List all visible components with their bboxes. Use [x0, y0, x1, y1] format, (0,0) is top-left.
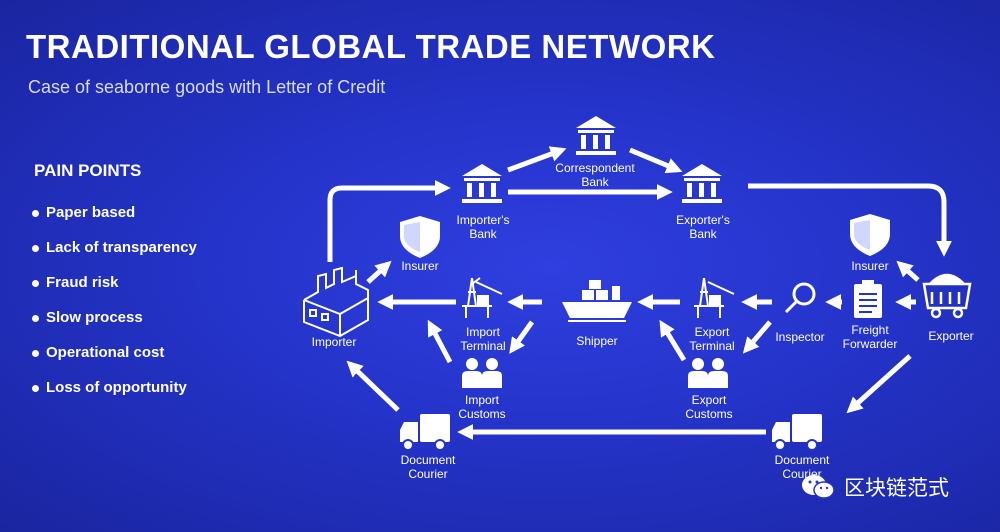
arrow-exporter-to-courier: [846, 354, 912, 414]
clipboard-icon: [854, 280, 882, 318]
pain-points-heading: PAIN POINTS: [34, 161, 142, 180]
truck-icon: [400, 414, 450, 451]
shipper-label: Shipper: [576, 334, 618, 348]
inspector-label: Inspector: [775, 330, 825, 344]
pain-point-item: Paper based: [30, 203, 230, 223]
shield-icon: [854, 220, 870, 250]
page-title: TRADITIONAL GLOBAL TRADE NETWORK: [26, 28, 716, 65]
watermark-text: 区块链范式: [844, 477, 949, 500]
correspondent-bank-label: Correspondent Bank: [555, 161, 635, 189]
freight-forwarder-label: Freight Forwarder: [842, 323, 898, 351]
factory-icon: [303, 266, 369, 338]
customs-officers-icon: [462, 358, 502, 388]
export-customs-label: Export Customs: [685, 393, 733, 421]
arrow-exporter-to-insurer: [896, 260, 920, 282]
pain-point-item: Fraud risk: [30, 273, 230, 293]
arrow-ibank-to-correspondent: [507, 146, 567, 173]
truck-icon: [772, 414, 822, 451]
arrow-courier-to-importer: [346, 360, 400, 412]
arrow-export-customs-to-shipper: [659, 319, 687, 362]
shield-icon: [404, 222, 420, 252]
page-subtitle: Case of seaborne goods with Letter of Cr…: [28, 77, 386, 97]
bank-icon: [576, 116, 616, 155]
importer-label: Importer: [311, 335, 357, 349]
bank-icon: [462, 164, 502, 203]
arrow-importer-to-bank: [327, 179, 451, 262]
bank-icon: [682, 164, 722, 203]
arrow-import-customs-to-importer: [427, 319, 453, 364]
arrow-importer-to-insurer: [366, 260, 392, 284]
arrow-shipper-to-import-customs: [509, 320, 535, 354]
arrow-inspector-to-export-customs: [742, 320, 772, 354]
exporter-label: Exporter: [928, 329, 974, 343]
pain-point-item: Loss of opportunity: [30, 378, 230, 398]
insurer-right-label: Insurer: [851, 259, 889, 273]
ship-icon: [562, 280, 632, 322]
importers-bank-label: Importer's Bank: [456, 213, 510, 241]
import-customs-label: Import Customs: [458, 393, 506, 421]
watermark: 区块链范式: [800, 472, 949, 502]
pain-point-item: Slow process: [30, 308, 230, 328]
magnifier-icon: [784, 282, 816, 314]
exporters-bank-label: Exporter's Bank: [676, 213, 730, 241]
arrow-ebank-to-exporter: [748, 183, 953, 257]
import-terminal-label: Import Terminal: [460, 325, 506, 353]
pain-points-list: Paper based Lack of transparency Fraud r…: [30, 203, 230, 413]
oil-rig-icon: [462, 277, 503, 318]
wechat-icon: [802, 475, 835, 499]
document-courier-left-label: Document Courier: [400, 453, 456, 481]
export-terminal-label: Export Terminal: [689, 325, 735, 353]
oil-rig-icon: [694, 277, 735, 318]
arrow-correspondent-to-ebank: [629, 147, 683, 174]
insurer-left-label: Insurer: [401, 259, 439, 273]
flow-arrows: [327, 146, 953, 441]
cart-icon: [922, 273, 972, 319]
pain-point-item: Operational cost: [30, 343, 230, 363]
customs-officers-icon: [688, 358, 728, 388]
pain-point-item: Lack of transparency: [30, 238, 230, 258]
